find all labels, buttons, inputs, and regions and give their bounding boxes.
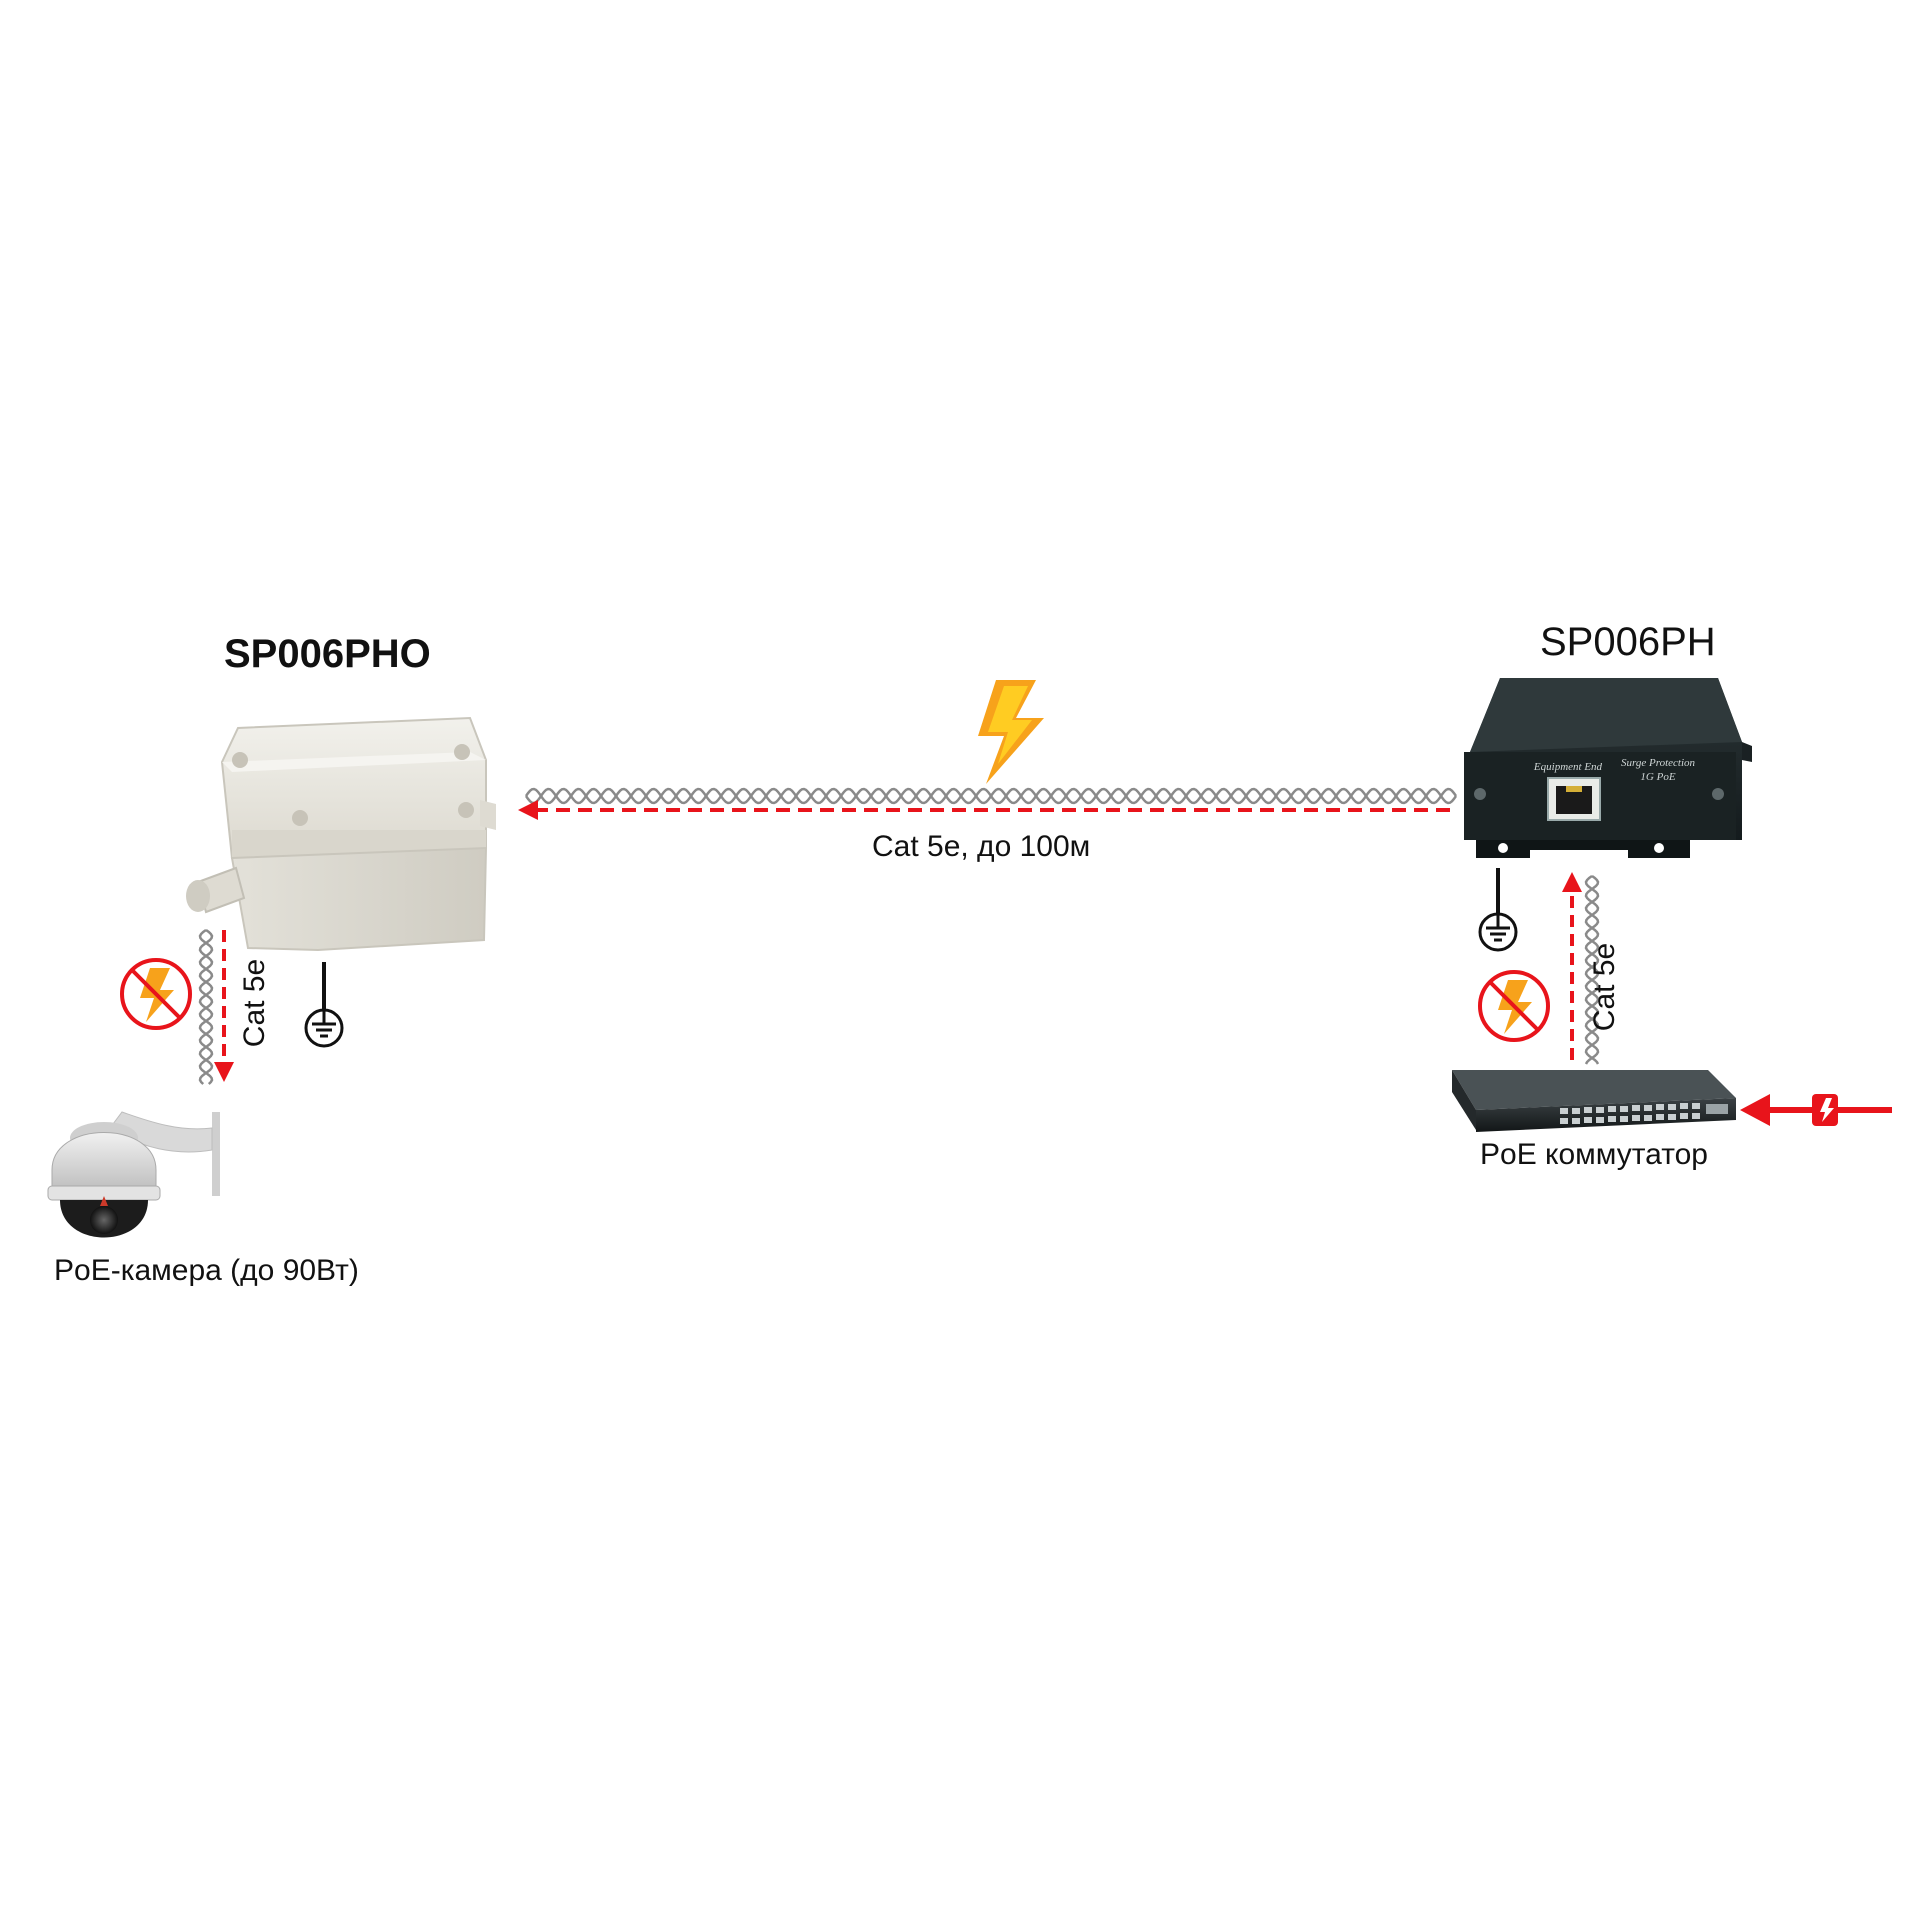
no-surge-icon xyxy=(1478,970,1550,1042)
right-device-title: SP006PH xyxy=(1540,620,1716,664)
main-cat5e-cable xyxy=(518,787,1458,820)
right-drop-cable xyxy=(1562,872,1600,1065)
no-surge-icon xyxy=(120,958,192,1030)
switch-label: PoE коммутатор xyxy=(1480,1138,1708,1171)
ground-symbol-icon xyxy=(1478,868,1518,952)
poe-switch-icon xyxy=(1452,1070,1736,1132)
panel-label-1g-poe: 1G PoE xyxy=(1640,771,1675,783)
left-cable-label: Cat 5e xyxy=(238,958,271,1048)
camera-label: PoE-камера (до 90Вт) xyxy=(54,1254,359,1287)
outdoor-surge-protector-enclosure xyxy=(186,716,496,952)
lightning-bolt-icon xyxy=(978,680,1044,784)
left-device-title: SP006PHO xyxy=(224,632,431,676)
main-cable-label: Cat 5e, до 100м xyxy=(872,830,1091,863)
right-cable-label: Cat 5e xyxy=(1588,942,1621,1032)
ptz-camera-icon xyxy=(47,1111,220,1238)
panel-label-surge-protection: Surge Protection xyxy=(1621,757,1696,769)
panel-label-equipment-end: Equipment End xyxy=(1533,761,1603,773)
left-drop-cable xyxy=(198,928,234,1085)
surge-source-arrow xyxy=(1740,1094,1892,1126)
ground-symbol-icon xyxy=(304,962,344,1048)
indoor-surge-protector: Equipment End Surge Protection 1G PoE xyxy=(1464,678,1752,858)
